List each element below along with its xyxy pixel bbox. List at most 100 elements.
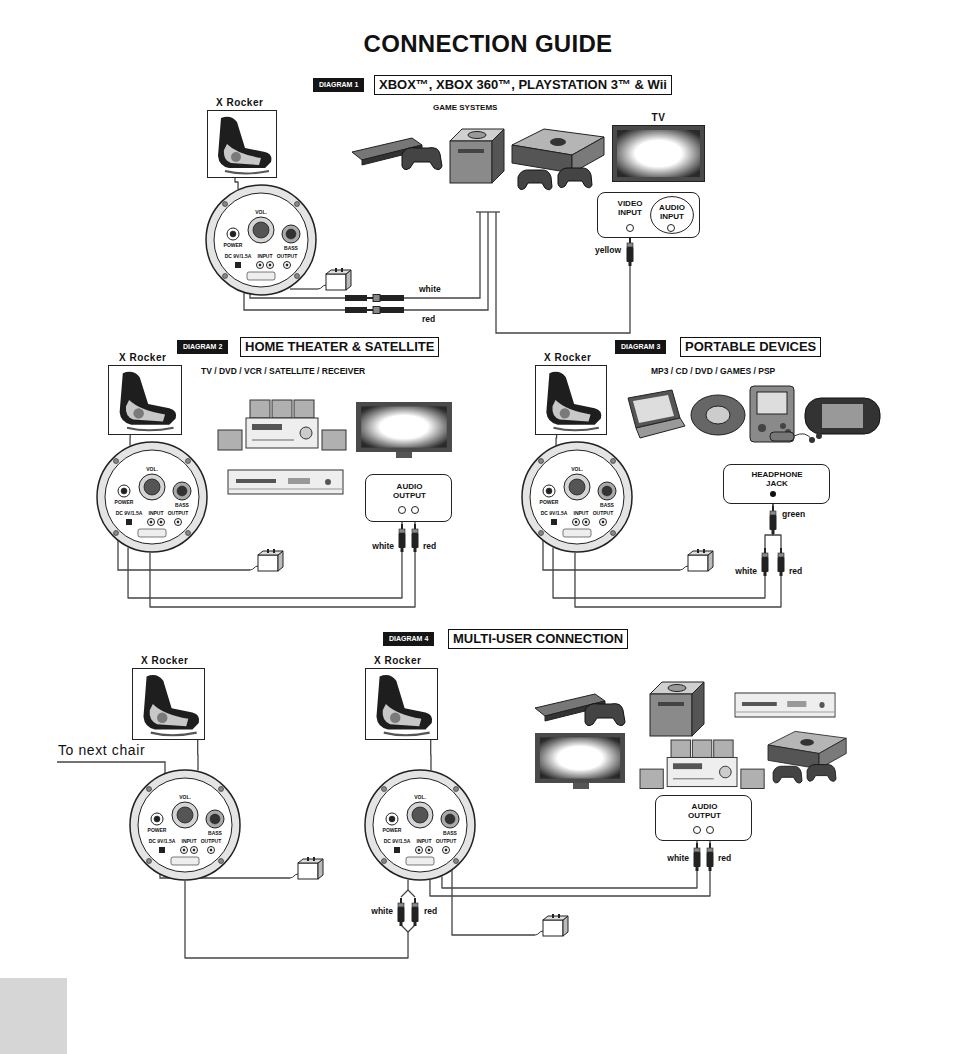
node-text: BASS bbox=[587, 502, 627, 508]
node-text: VOL. bbox=[400, 794, 440, 800]
panel-part bbox=[186, 531, 191, 536]
panel-part bbox=[598, 482, 616, 500]
picture-box: TV bbox=[612, 125, 705, 182]
panel-part bbox=[172, 802, 198, 828]
wire-color-label: white bbox=[371, 541, 395, 551]
panel-part bbox=[173, 482, 191, 500]
panel-part bbox=[126, 519, 132, 525]
panel-part bbox=[159, 847, 165, 853]
panel-part bbox=[563, 529, 591, 537]
panel-part bbox=[286, 264, 288, 266]
panel-part bbox=[286, 229, 296, 239]
node-text: POWER bbox=[137, 827, 177, 833]
power-adapter bbox=[250, 549, 283, 571]
handheld-game-picture bbox=[750, 386, 794, 442]
panel-part bbox=[445, 849, 447, 851]
panel-part bbox=[394, 847, 400, 853]
tv-picture bbox=[356, 402, 452, 452]
jack-box: AUDIO OUTPUT bbox=[365, 474, 452, 522]
dvd-player-picture bbox=[228, 470, 343, 494]
node-text: DIAGRAM 3 bbox=[621, 343, 660, 351]
panel-part bbox=[97, 442, 207, 552]
console-picture bbox=[352, 138, 442, 170]
label-text: white bbox=[370, 906, 394, 916]
rca-plug bbox=[778, 548, 785, 576]
control-panel: VOL.POWERBASSDC 9V/1.5AINPUTOUTPUT bbox=[521, 441, 633, 553]
panel-part bbox=[210, 849, 212, 851]
panel-part bbox=[181, 847, 188, 854]
label-text: white bbox=[418, 284, 442, 294]
panel-part bbox=[267, 262, 274, 269]
panel-part bbox=[284, 262, 291, 269]
panel-part bbox=[428, 849, 430, 851]
node-text: XBOX™, XBOX 360™, PLAYSTATION 3™ & Wii bbox=[379, 76, 667, 94]
section-heading-box: PORTABLE DEVICES bbox=[680, 337, 821, 357]
note-text: To next chair bbox=[57, 742, 146, 759]
label-text: red bbox=[423, 906, 438, 916]
panel-part bbox=[147, 787, 152, 792]
wire bbox=[476, 211, 500, 212]
panel-part bbox=[248, 217, 274, 243]
panel-part bbox=[416, 847, 423, 854]
wire-color-label: white bbox=[734, 566, 758, 576]
node-text: X Rocker bbox=[374, 655, 421, 667]
control-panel: VOL.POWERBASSDC 9V/1.5AINPUTOUTPUT bbox=[205, 184, 317, 296]
panel-part bbox=[210, 814, 220, 824]
cable bbox=[555, 435, 557, 445]
node-text: DC 9V/1.5A bbox=[218, 253, 258, 259]
panel-part bbox=[147, 859, 152, 864]
dvd-player-picture bbox=[735, 693, 835, 717]
panel-part bbox=[214, 193, 308, 287]
mp3-player-picture bbox=[770, 432, 822, 443]
node-text: BASS bbox=[195, 830, 235, 836]
section-heading-box: MULTI-USER CONNECTION bbox=[448, 629, 628, 649]
label-text: yellow bbox=[594, 245, 622, 255]
panel-part bbox=[121, 488, 127, 494]
panel-part bbox=[118, 485, 130, 497]
panel-part bbox=[441, 810, 459, 828]
panel-part bbox=[295, 202, 300, 207]
node-text: AUDIO OUTPUT bbox=[681, 802, 728, 820]
label-text: TV / DVD / VCR / SATELLITE / RECEIVER bbox=[200, 366, 366, 376]
tv-picture bbox=[535, 733, 625, 783]
node-text: TV bbox=[613, 112, 704, 124]
panel-part bbox=[382, 787, 387, 792]
panel-part bbox=[445, 814, 455, 824]
panel-part bbox=[105, 450, 199, 544]
panel-outline bbox=[96, 441, 208, 553]
label-text: red bbox=[421, 314, 436, 324]
tv-picture bbox=[612, 125, 705, 182]
panel-part bbox=[158, 519, 165, 526]
panel-part bbox=[546, 488, 552, 494]
jack bbox=[668, 225, 675, 232]
jack-ellipse: AUDIO INPUT bbox=[650, 196, 696, 234]
panel-part bbox=[177, 521, 179, 523]
jack bbox=[627, 225, 634, 232]
cable bbox=[575, 504, 781, 607]
node-text: HOME THEATER & SATELLITE bbox=[245, 338, 434, 356]
node-text: X Rocker bbox=[216, 97, 263, 109]
panel-part bbox=[219, 787, 224, 792]
panel-outline bbox=[205, 184, 317, 296]
node-text: OUTPUT bbox=[583, 510, 623, 516]
rca-plug bbox=[412, 524, 419, 552]
panel-part bbox=[543, 485, 555, 497]
console-picture bbox=[450, 129, 504, 183]
panel-part bbox=[386, 813, 398, 825]
panel-part bbox=[551, 519, 557, 525]
node-text: POWER bbox=[104, 499, 144, 505]
chair-picture bbox=[132, 668, 205, 740]
node-text: DC 9V/1.5A bbox=[142, 838, 182, 844]
picture-box: X Rocker bbox=[108, 365, 182, 435]
panel-part bbox=[130, 770, 240, 880]
node-text: DC 9V/1.5A bbox=[109, 510, 149, 516]
node-text: POWER bbox=[213, 242, 253, 248]
node-text: DC 9V/1.5A bbox=[534, 510, 574, 516]
psp-picture bbox=[805, 398, 880, 434]
panel-part bbox=[602, 486, 612, 496]
panel-part bbox=[208, 847, 215, 854]
console-picture bbox=[512, 129, 604, 190]
node-text: VOL. bbox=[241, 209, 281, 215]
panel-part bbox=[573, 519, 580, 526]
